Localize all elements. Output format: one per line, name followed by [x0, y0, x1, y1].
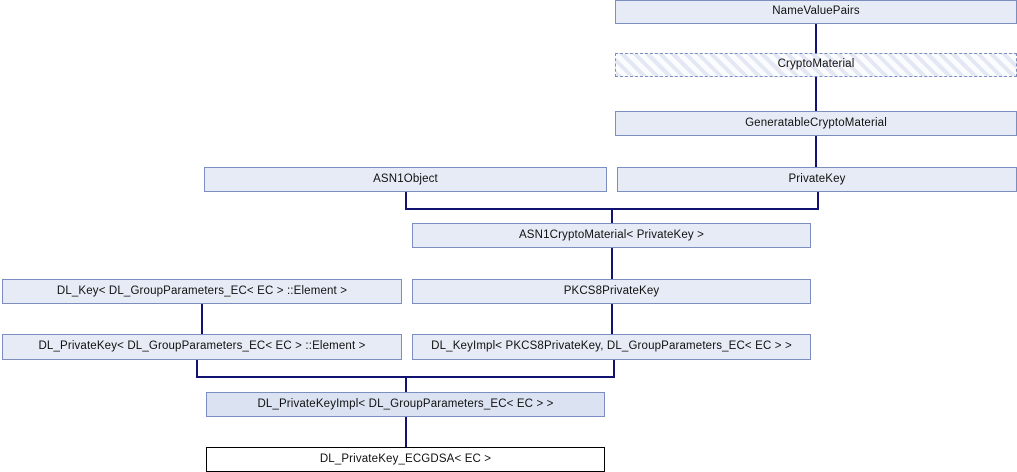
edge-ecgdsa-to-impl	[405, 417, 407, 447]
edge-asn1crypto-drop	[611, 209, 613, 223]
edge-privatekey-to-generatable	[815, 136, 817, 167]
edge-bar-impl	[196, 376, 615, 378]
edge-asn1crypto-stub-left	[405, 192, 407, 210]
node-generatablecryptomaterial[interactable]: GeneratableCryptoMaterial	[615, 111, 1017, 136]
node-label: ASN1CryptoMaterial< PrivateKey >	[518, 228, 705, 241]
node-dl-privatekeyimpl-dl-groupparameters-ec-ec[interactable]: DL_PrivateKeyImpl< DL_GroupParameters_EC…	[206, 392, 605, 417]
node-pkcs8privatekey[interactable]: PKCS8PrivateKey	[412, 279, 811, 304]
edge-dlkeyimpl-to-pkcs8	[611, 304, 613, 334]
edge-pkcs8-to-asn1crypto	[611, 248, 613, 279]
edge-dlprivatekey-to-dlkey	[201, 304, 203, 334]
node-label: DL_PrivateKey< DL_GroupParameters_EC< EC…	[38, 340, 366, 353]
node-label: ASN1Object	[373, 172, 438, 185]
node-cryptomaterial[interactable]: CryptoMaterial	[615, 53, 1017, 77]
edge-bar-asn1crypto	[405, 208, 819, 210]
node-asn1object[interactable]: ASN1Object	[204, 167, 607, 192]
node-label: PKCS8PrivateKey	[563, 284, 660, 297]
node-label: DL_PrivateKeyImpl< DL_GroupParameters_EC…	[257, 397, 554, 410]
edge-impl-stub-right	[613, 360, 615, 377]
node-dl-key-dl-groupparameters-ec-ec-element[interactable]: DL_Key< DL_GroupParameters_EC< EC > ::El…	[2, 279, 402, 304]
node-dl-keyimpl-pkcs8privatekey-dl-groupparameters-ec-ec[interactable]: DL_KeyImpl< PKCS8PrivateKey, DL_GroupPar…	[412, 334, 811, 360]
edge-asn1crypto-stub-right	[817, 192, 819, 210]
node-dl-privatekey-dl-groupparameters-ec-ec-element[interactable]: DL_PrivateKey< DL_GroupParameters_EC< EC…	[2, 334, 402, 360]
node-label: DL_PrivateKey_ECGDSA< EC >	[319, 452, 492, 465]
edge-impl-stub-left	[196, 360, 198, 377]
edge-generatable-to-cryptomaterial	[815, 77, 817, 111]
edge-cryptomaterial-to-namevaluepairs	[815, 24, 817, 53]
node-label: DL_KeyImpl< PKCS8PrivateKey, DL_GroupPar…	[431, 340, 792, 353]
node-privatekey[interactable]: PrivateKey	[617, 167, 1017, 192]
node-label: NameValuePairs	[772, 5, 860, 18]
node-label: CryptoMaterial	[777, 58, 855, 71]
node-label: GeneratableCryptoMaterial	[745, 116, 887, 129]
node-label: PrivateKey	[788, 172, 846, 185]
node-asn1cryptomaterial-privatekey[interactable]: ASN1CryptoMaterial< PrivateKey >	[412, 223, 811, 248]
edge-impl-drop	[405, 377, 407, 392]
node-dl-privatekey-ecgdsa-ec[interactable]: DL_PrivateKey_ECGDSA< EC >	[206, 447, 605, 472]
node-namevaluepairs[interactable]: NameValuePairs	[615, 0, 1017, 24]
node-label: DL_Key< DL_GroupParameters_EC< EC > ::El…	[56, 284, 348, 297]
